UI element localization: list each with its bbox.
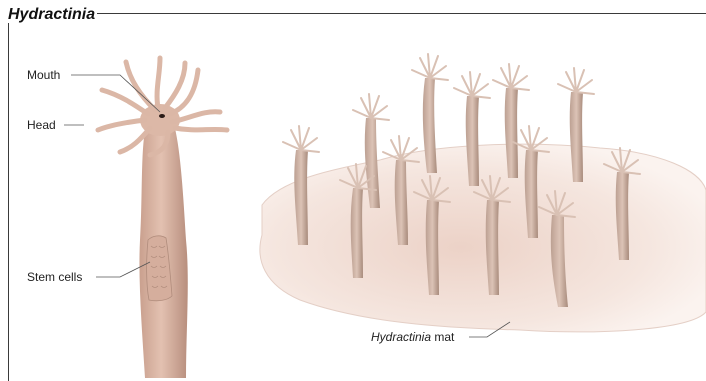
label-hydractinia-mat: Hydractinia mat [371,330,454,344]
hydractinia-mat [260,144,706,332]
label-mat-italic: Hydractinia [371,330,431,344]
label-stem-cells: Stem cells [27,270,82,284]
label-mat-suffix: mat [431,330,454,344]
large-polyp [98,58,227,378]
mouth-opening [159,114,165,118]
label-mouth: Mouth [27,68,60,82]
small-polyp [351,188,363,278]
label-head: Head [27,118,56,132]
